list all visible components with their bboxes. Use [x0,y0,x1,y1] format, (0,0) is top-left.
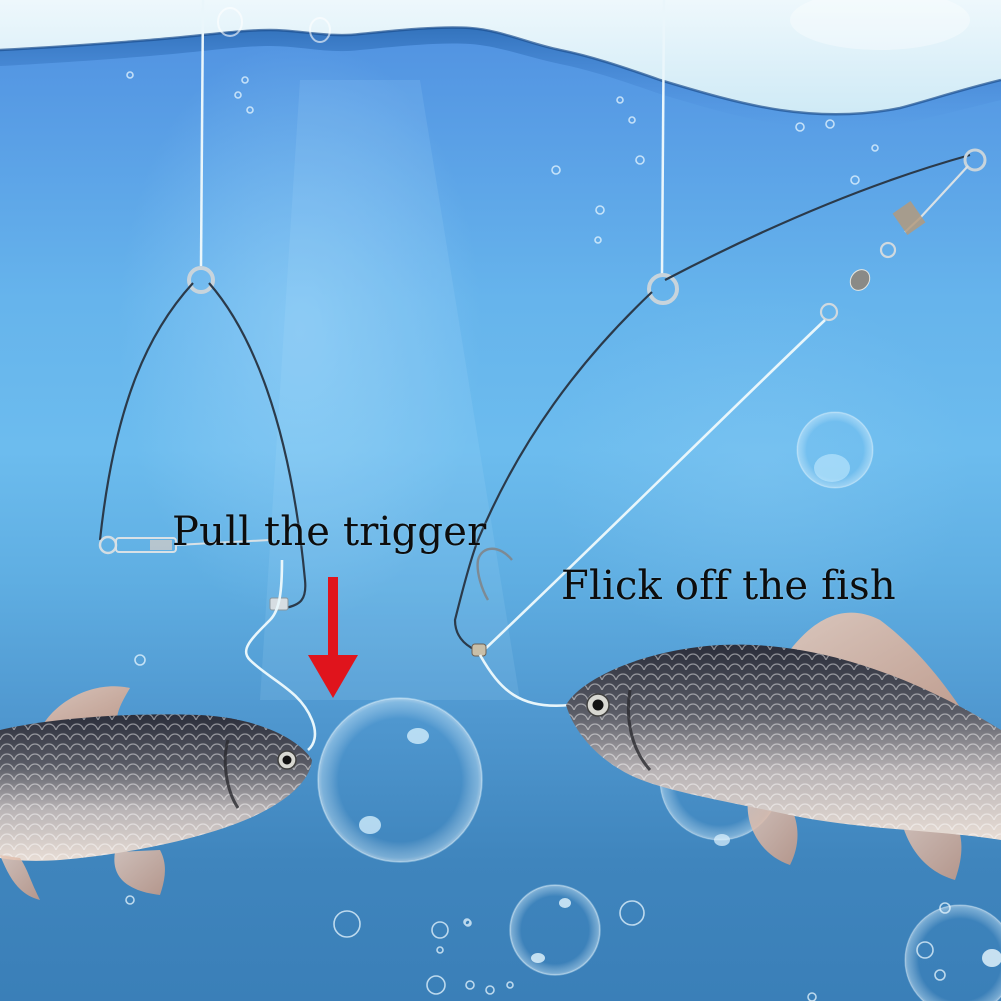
spring-hook-set [98,266,317,751]
fishing-line-left [199,0,205,267]
fish-right [566,612,1001,880]
down-arrow-icon [308,577,358,698]
caption-flick-off-the-fish: Flick off the fish [561,563,896,609]
fishing-line-right [660,0,666,275]
caption-pull-the-trigger: Pull the trigger [172,509,487,555]
water-surface [0,0,1001,129]
fish-left [0,686,312,900]
light-ray [260,80,520,700]
spring-hook-triggered [453,148,987,708]
